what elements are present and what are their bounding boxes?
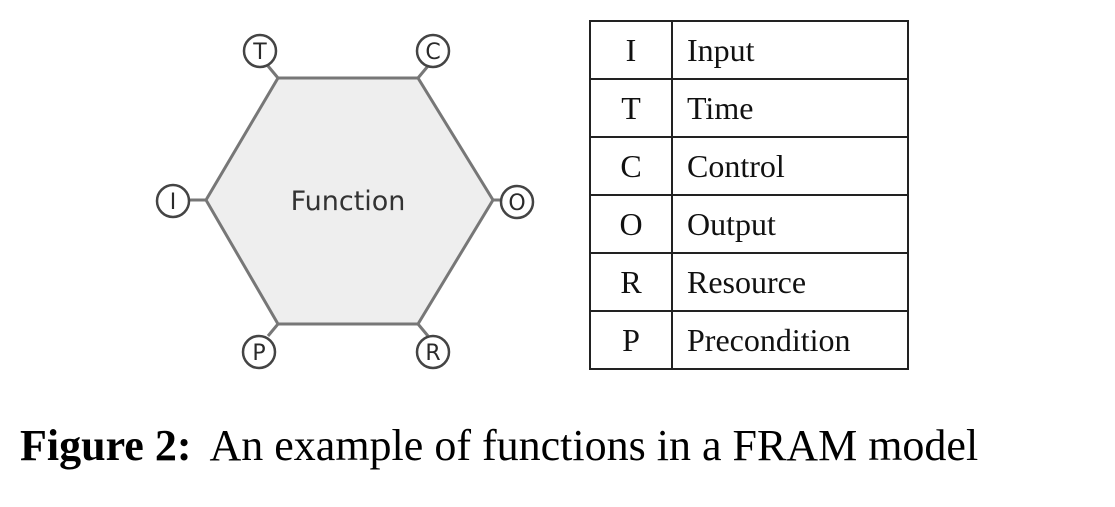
legend-code: P [589, 310, 673, 370]
time-connector [266, 65, 280, 79]
precondition-aspect-node: P [241, 334, 277, 370]
caption-text: An example of functions in a FRAM model [209, 421, 979, 470]
legend-label: Precondition [671, 310, 909, 370]
legend-label: Control [671, 136, 909, 196]
table-row: C Control [589, 136, 909, 196]
svg-text:R: R [425, 341, 440, 366]
control-connector [416, 65, 430, 79]
fram-function-diagram: T C I O P R Function [155, 33, 535, 370]
legend-code: C [589, 136, 673, 196]
legend-label: Resource [671, 252, 909, 312]
legend-label: Output [671, 194, 909, 254]
svg-text:I: I [170, 190, 177, 215]
input-aspect-node: I [155, 183, 191, 219]
table-row: P Precondition [589, 310, 909, 370]
svg-text:O: O [508, 191, 525, 216]
precondition-connector [266, 323, 280, 337]
legend-label: Time [671, 78, 909, 138]
table-row: T Time [589, 78, 909, 138]
output-aspect-node: O [499, 184, 535, 220]
legend-label: Input [671, 20, 909, 80]
function-label: Function [291, 186, 406, 217]
table-row: R Resource [589, 252, 909, 312]
time-aspect-node: T [242, 33, 278, 69]
legend-code: T [589, 78, 673, 138]
table-row: O Output [589, 194, 909, 254]
svg-text:P: P [252, 341, 265, 366]
aspect-legend-table: I Input T Time C Control O Output R Reso… [589, 20, 909, 370]
legend-code: R [589, 252, 673, 312]
resource-connector [416, 323, 430, 337]
legend-code: O [589, 194, 673, 254]
table-row: I Input [589, 20, 909, 80]
svg-text:T: T [252, 40, 267, 65]
svg-text:C: C [425, 40, 440, 65]
control-aspect-node: C [415, 33, 451, 69]
resource-aspect-node: R [415, 334, 451, 370]
figure-caption: Figure 2: An example of functions in a FR… [20, 420, 978, 471]
legend-code: I [589, 20, 673, 80]
figure-number: Figure 2: [20, 421, 192, 470]
